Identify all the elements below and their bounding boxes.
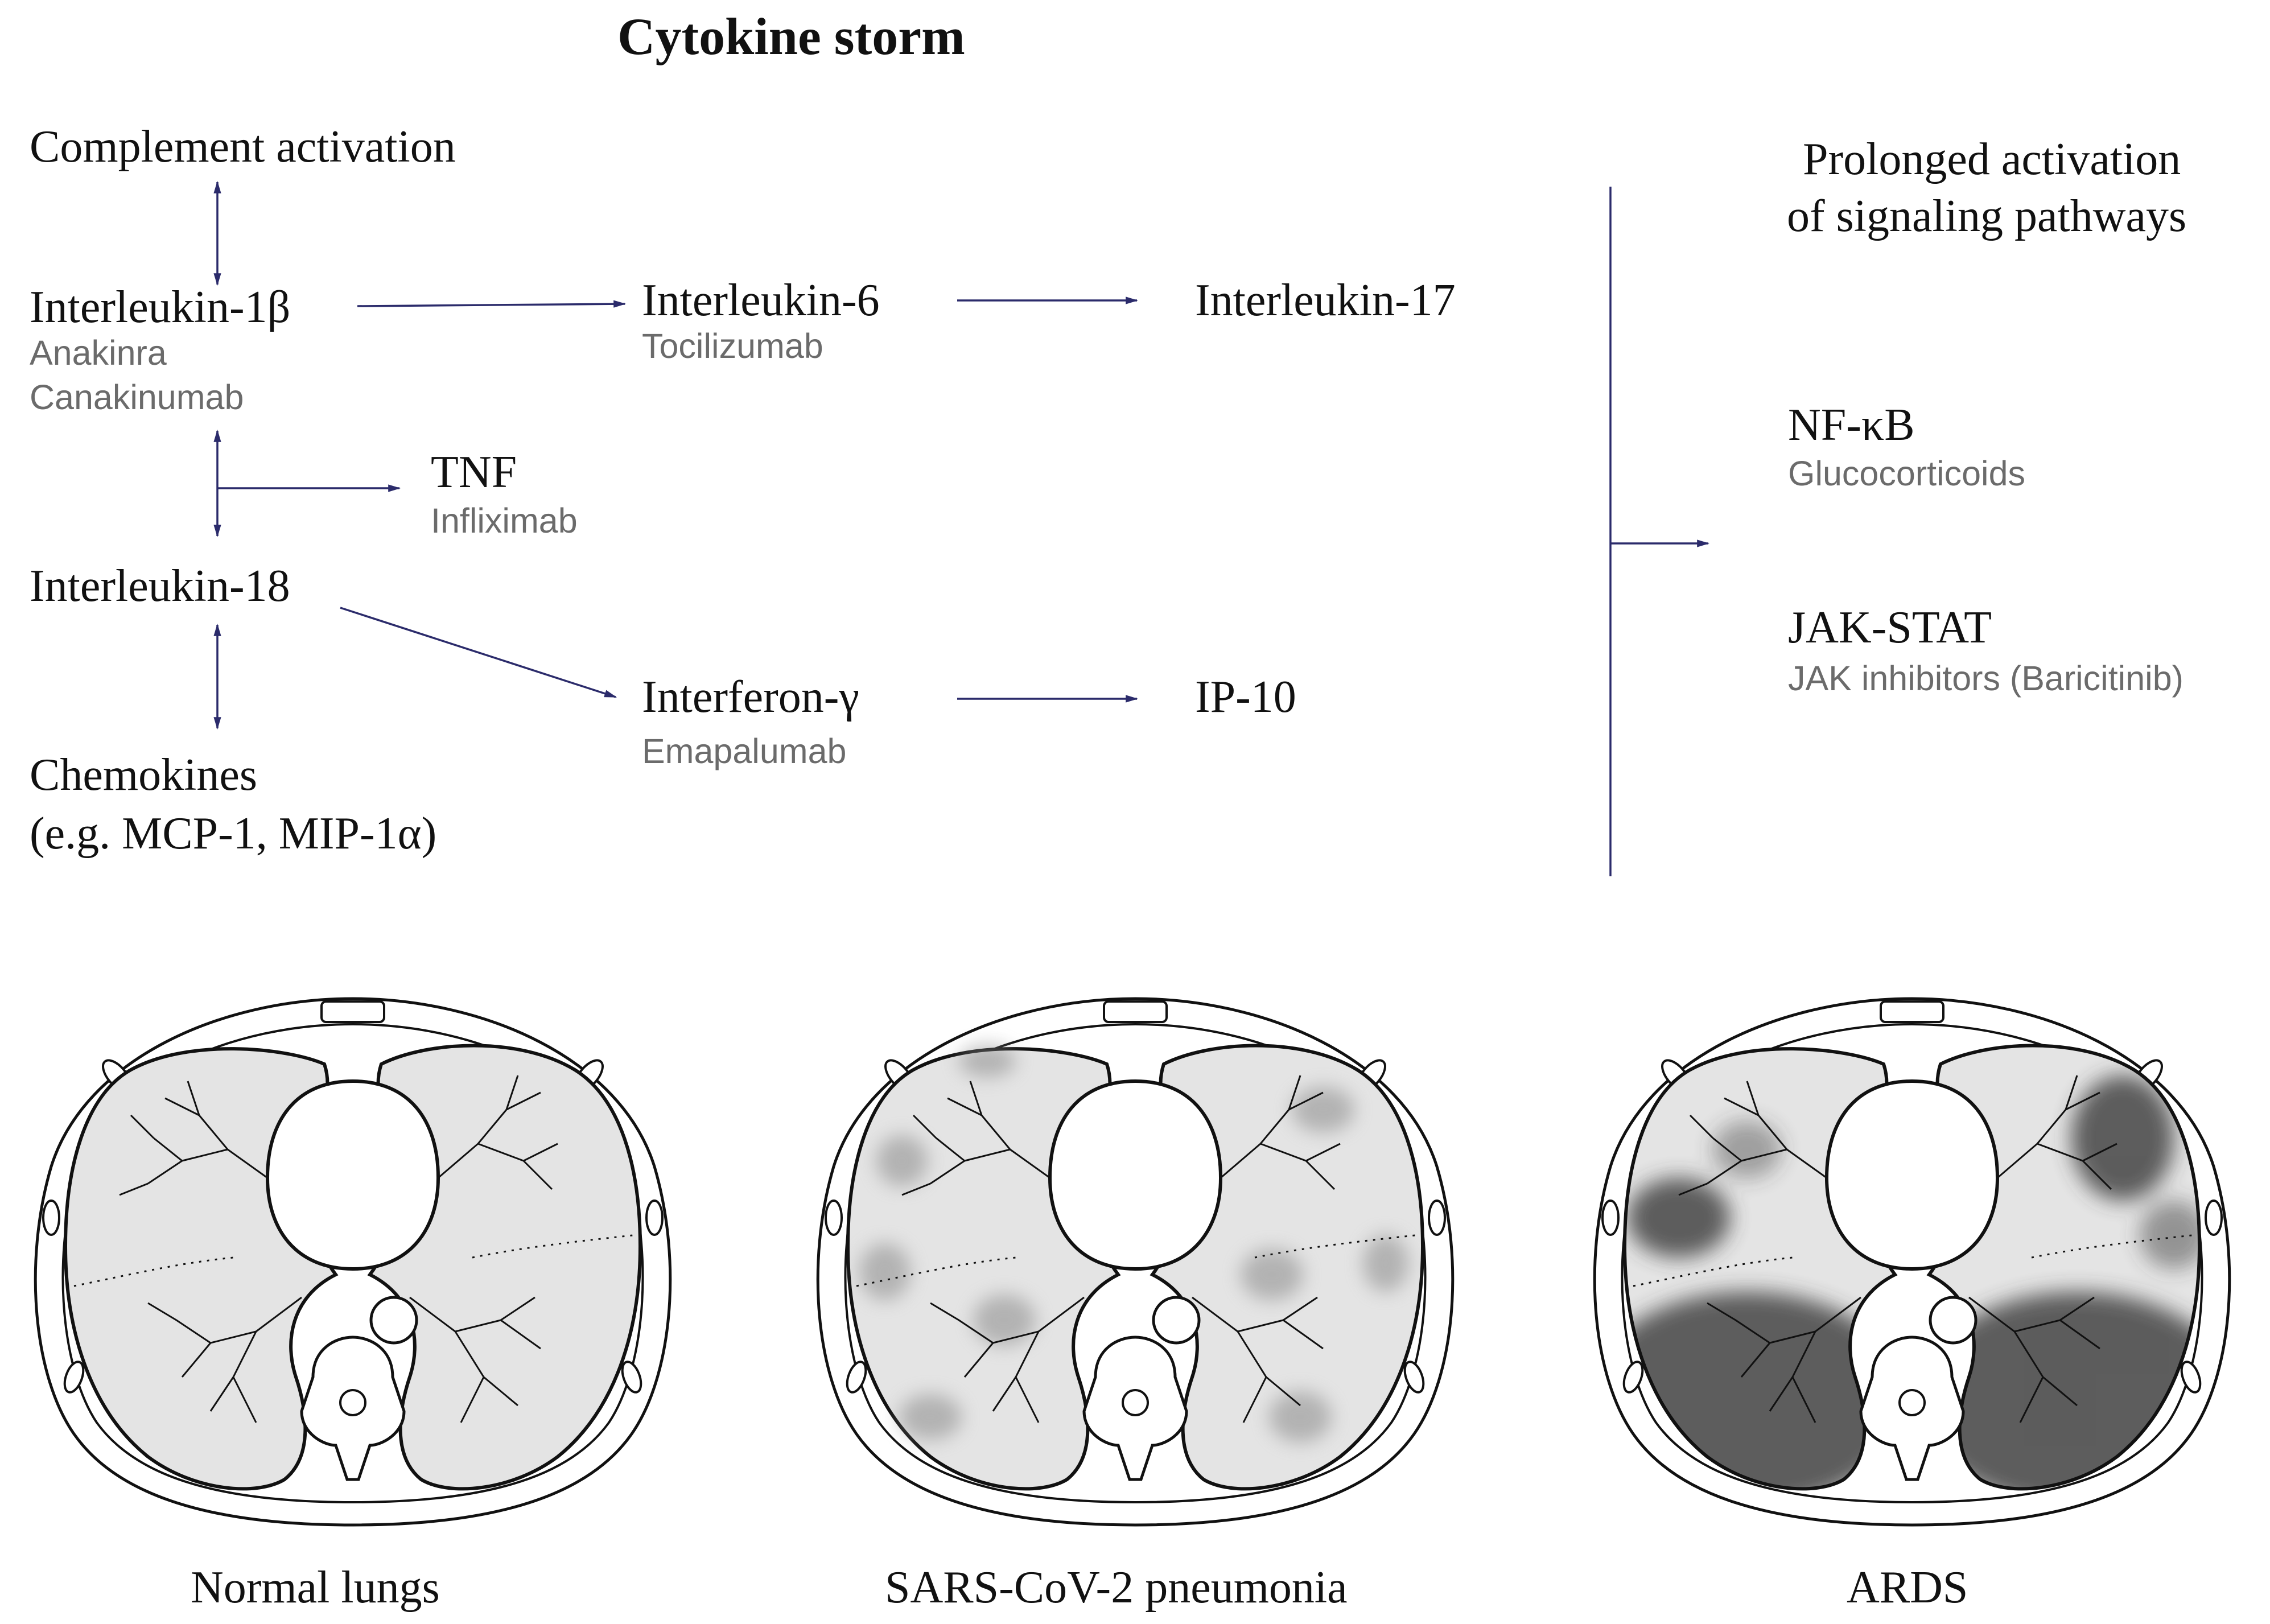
node-tnf: TNF	[431, 447, 517, 497]
caption-normal-lungs: Normal lungs	[191, 1563, 440, 1613]
node-interleukin-17: Interleukin-17	[1195, 275, 1456, 325]
node-nf-kb: NF-κB	[1788, 400, 1915, 450]
drug-tocilizumab: Tocilizumab	[642, 327, 823, 365]
arrow-il18-ifng	[340, 607, 617, 698]
drug-canakinumab: Canakinumab	[30, 378, 244, 417]
drug-anakinra: Anakinra	[30, 333, 167, 372]
caption-sars-cov-2-pneumonia: SARS-CoV-2 pneumonia	[885, 1563, 1348, 1613]
node-interleukin-1b: Interleukin-1β	[30, 282, 291, 332]
normal-lungs-illustration	[34, 997, 672, 1527]
pathways-heading-line1: Prolonged activation	[1803, 134, 2181, 184]
node-interleukin-18: Interleukin-18	[30, 561, 290, 611]
drug-infliximab: Infliximab	[431, 501, 578, 540]
node-interferon-gamma: Interferon-γ	[642, 672, 859, 722]
pathway-arrows	[213, 180, 1710, 876]
node-ip-10: IP-10	[1195, 672, 1296, 722]
node-complement-activation: Complement activation	[30, 122, 456, 172]
drug-emapalumab: Emapalumab	[642, 732, 847, 770]
sars-cov-2-pneumonia-illustration	[816, 997, 1455, 1527]
figure-title: Cytokine storm	[617, 7, 965, 65]
arrow-il1b-il6	[357, 300, 627, 308]
caption-ards: ARDS	[1847, 1563, 1968, 1613]
drug-jak-inhibitors: JAK inhibitors (Baricitinib)	[1788, 659, 2184, 698]
pathways-heading-line2: of signaling pathways	[1787, 191, 2187, 241]
node-chemokines: Chemokines	[30, 750, 257, 800]
node-jak-stat: JAK-STAT	[1788, 603, 1992, 653]
ards-illustration	[1593, 997, 2231, 1527]
node-chemokines-examples: (e.g. MCP-1, MIP-1α)	[30, 809, 437, 859]
drug-glucocorticoids: Glucocorticoids	[1788, 454, 2025, 493]
node-interleukin-6: Interleukin-6	[642, 275, 880, 325]
